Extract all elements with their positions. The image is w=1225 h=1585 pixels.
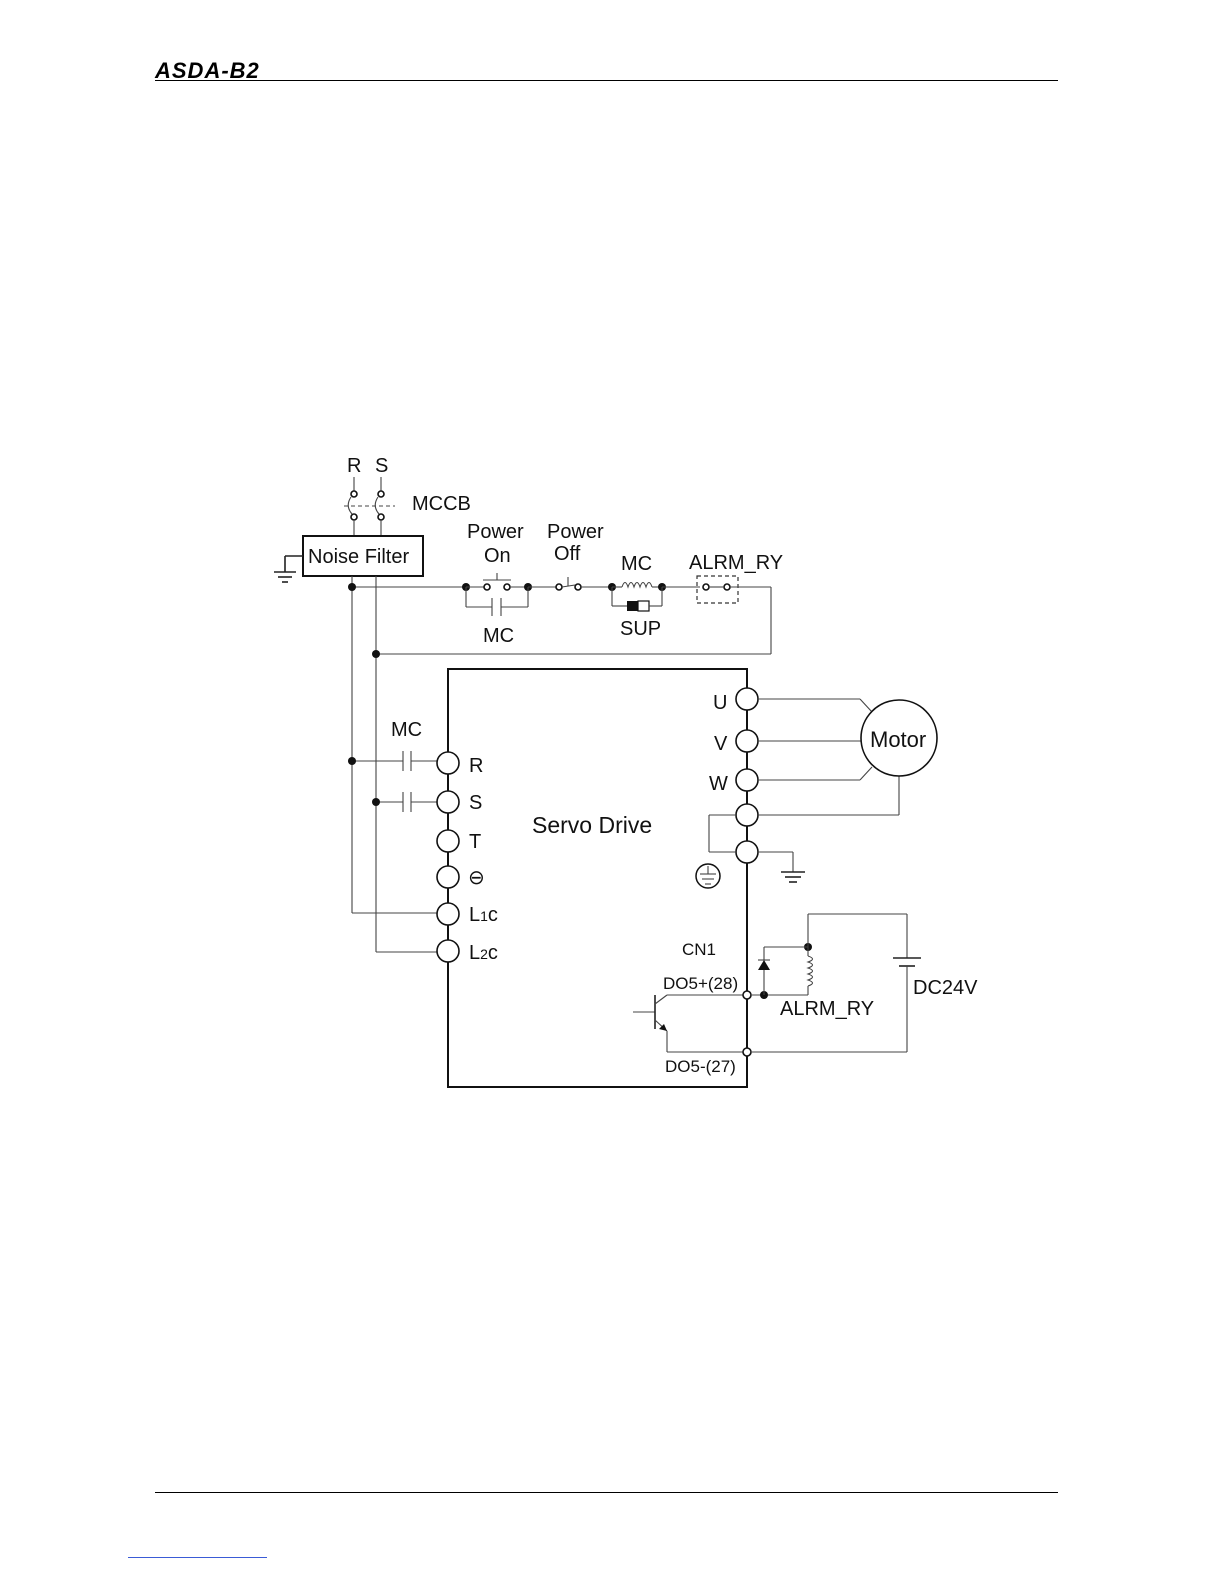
terminal-w-label: W — [709, 773, 728, 795]
dc24v-label: DC24V — [913, 977, 978, 999]
sup-label: SUP — [620, 618, 661, 640]
control-circuit — [348, 573, 771, 658]
servo-drive-label: Servo Drive — [532, 812, 652, 838]
terminal-pe-1 — [736, 804, 758, 826]
cn1-label: CN1 — [682, 940, 716, 959]
terminal-u-label: U — [713, 692, 727, 714]
terminal-t-label: T — [469, 831, 481, 853]
s-phase-label: S — [375, 455, 388, 477]
terminal-do5-plus — [743, 991, 751, 999]
mc-contact-label: MC — [483, 625, 514, 647]
terminal-minus-label: ⊖ — [468, 867, 485, 889]
ground-icon — [781, 872, 805, 882]
terminal-r — [437, 752, 459, 774]
alrm-ry-contact-label: ALRM_RY — [689, 552, 783, 574]
terminal-v-label: V — [714, 733, 728, 755]
noise-filter-ground-icon — [274, 556, 303, 582]
terminal-r-label: R — [469, 755, 483, 777]
terminal-s-label: S — [469, 792, 482, 814]
terminal-t — [437, 830, 459, 852]
mc-coil-label: MC — [621, 553, 652, 575]
noise-filter-label: Noise Filter — [308, 546, 409, 568]
terminal-pe-2 — [736, 841, 758, 863]
terminal-minus — [437, 866, 459, 888]
mccb-label: MCCB — [412, 493, 471, 515]
mc-main-contacts — [348, 751, 438, 952]
power-off-label-line2: Off — [554, 543, 581, 565]
motor-label: Motor — [870, 727, 926, 752]
terminal-l1c — [437, 903, 459, 925]
terminal-s — [437, 791, 459, 813]
protective-earth-icon — [696, 864, 720, 888]
alarm-relay-circuit — [751, 914, 921, 1052]
alrm-ry-coil-label: ALRM_RY — [780, 998, 874, 1020]
do5-plus-label: DO5+(28) — [663, 974, 738, 993]
mc-main-label: MC — [391, 719, 422, 741]
terminal-l2c-label: L2c — [469, 942, 498, 964]
terminal-v — [736, 730, 758, 752]
mccb-breaker — [344, 477, 395, 536]
power-on-label-line2: On — [484, 545, 511, 567]
terminal-l1c-label: L1c — [469, 904, 498, 926]
terminal-l2c — [437, 940, 459, 962]
terminal-do5-minus — [743, 1048, 751, 1056]
power-on-label-line1: Power — [467, 521, 524, 543]
do5-minus-label: DO5-(27) — [665, 1057, 736, 1076]
terminal-u — [736, 688, 758, 710]
r-phase-label: R — [347, 455, 361, 477]
servo-drive-box — [448, 669, 747, 1087]
transistor-output — [633, 991, 751, 1056]
terminal-w — [736, 769, 758, 791]
power-off-label-line1: Power — [547, 521, 604, 543]
